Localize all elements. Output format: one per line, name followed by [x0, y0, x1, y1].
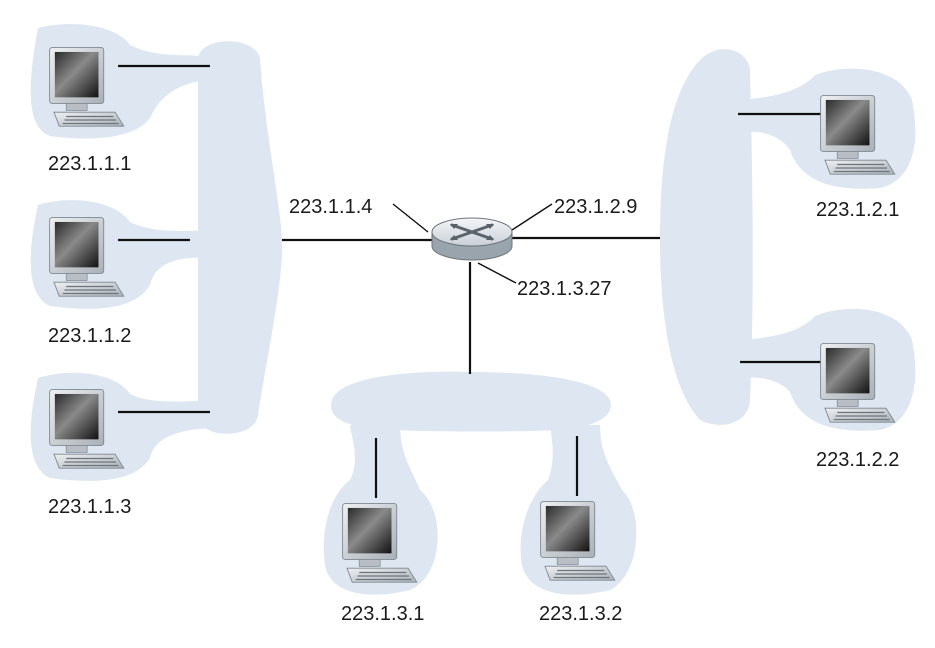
host-label-223-1-2-1: 223.1.2.1: [816, 199, 899, 221]
subnet-2-cloud: [660, 49, 916, 431]
interface-leaders: [392, 203, 553, 284]
router-interface-label-1: 223.1.1.4: [289, 196, 372, 218]
host-label-223-1-3-1: 223.1.3.1: [341, 603, 424, 625]
host-label-223-1-1-2: 223.1.1.2: [48, 325, 131, 347]
router-icon: [431, 217, 513, 261]
host-label-223-1-1-3: 223.1.1.3: [48, 496, 131, 518]
wires: [118, 64, 822, 498]
host-label-223-1-3-2: 223.1.3.2: [539, 603, 622, 625]
host-label-223-1-2-2: 223.1.2.2: [816, 449, 899, 471]
router-interface-label-3: 223.1.3.27: [517, 278, 612, 300]
host-label-223-1-1-1: 223.1.1.1: [48, 153, 131, 175]
router-interface-label-2: 223.1.2.9: [554, 196, 637, 218]
